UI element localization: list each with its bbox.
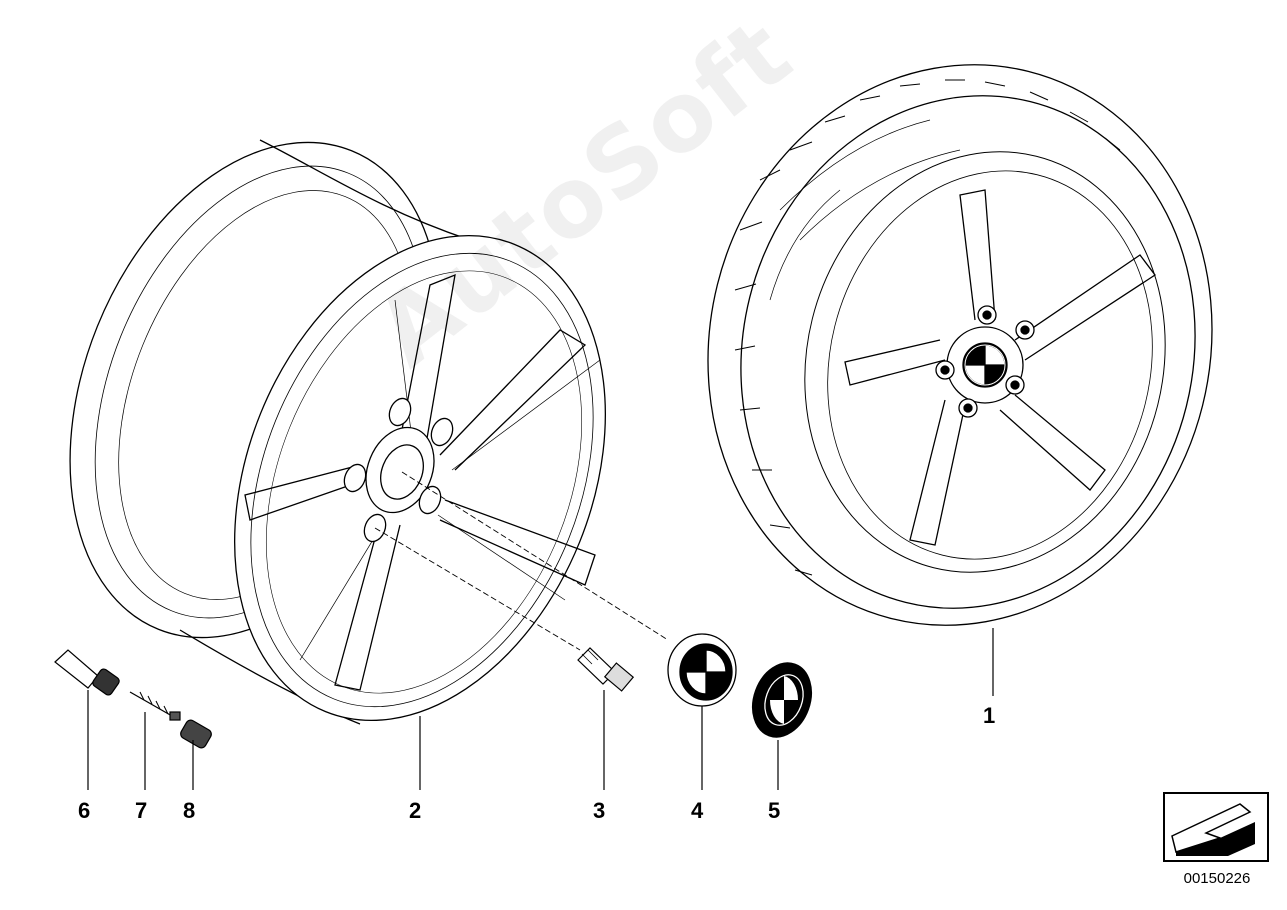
callout-8: 8 [183,798,196,823]
callout-2: 2 [409,798,422,823]
hub-cap-drawing [667,633,737,707]
callout-7: 7 [135,798,148,823]
leader-lines [87,628,994,790]
callout-4: 4 [691,798,704,823]
callout-6: 6 [78,798,91,823]
rim-drawing [69,139,606,725]
emblem-drawing [752,662,812,738]
wheel-bolt-drawing [577,647,635,692]
complete-wheel-drawing [707,64,1213,626]
valve-cap-drawing [180,719,212,749]
assembly-lines [374,471,669,651]
valve-core-drawing [129,691,181,721]
callout-1: 1 [983,703,996,728]
document-number: 00150226 [1183,870,1251,887]
callout-5: 5 [768,798,781,823]
next-page-arrow-overlay[interactable] [1163,792,1269,862]
valve-drawing [54,649,120,696]
callout-3: 3 [593,798,606,823]
